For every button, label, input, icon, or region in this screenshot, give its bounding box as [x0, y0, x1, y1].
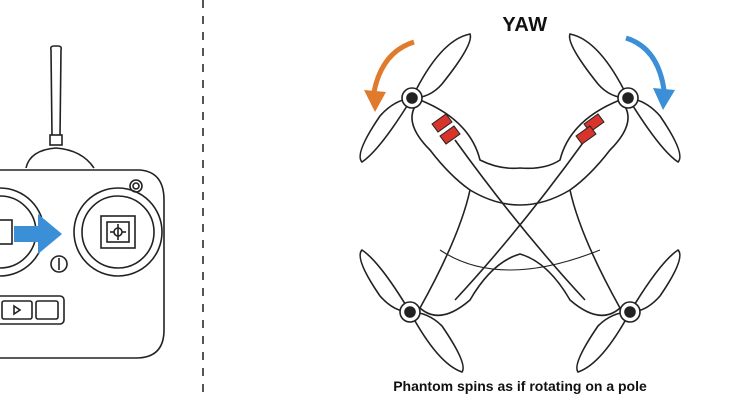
- propeller-bottom-left: [359, 248, 464, 373]
- motor-top-left: [401, 87, 423, 109]
- clockwise-arrow-icon: [625, 35, 675, 110]
- remote-controller-icon: [0, 45, 165, 359]
- motor-top-right: [617, 87, 639, 109]
- motor-bottom-right: [619, 301, 641, 323]
- counterclockwise-arrow-icon: [364, 39, 415, 112]
- propeller-top-left: [359, 33, 472, 164]
- quadcopter-drone-icon: [359, 33, 681, 373]
- propeller-bottom-right: [576, 248, 681, 373]
- arrow-right-icon: [14, 214, 62, 254]
- diagram-caption: Phantom spins as if rotating on a pole: [393, 378, 647, 394]
- propeller-top-right: [568, 33, 681, 164]
- diagram-title: YAW: [502, 14, 548, 36]
- arm-bands: [431, 113, 605, 145]
- motor-bottom-left: [399, 301, 421, 323]
